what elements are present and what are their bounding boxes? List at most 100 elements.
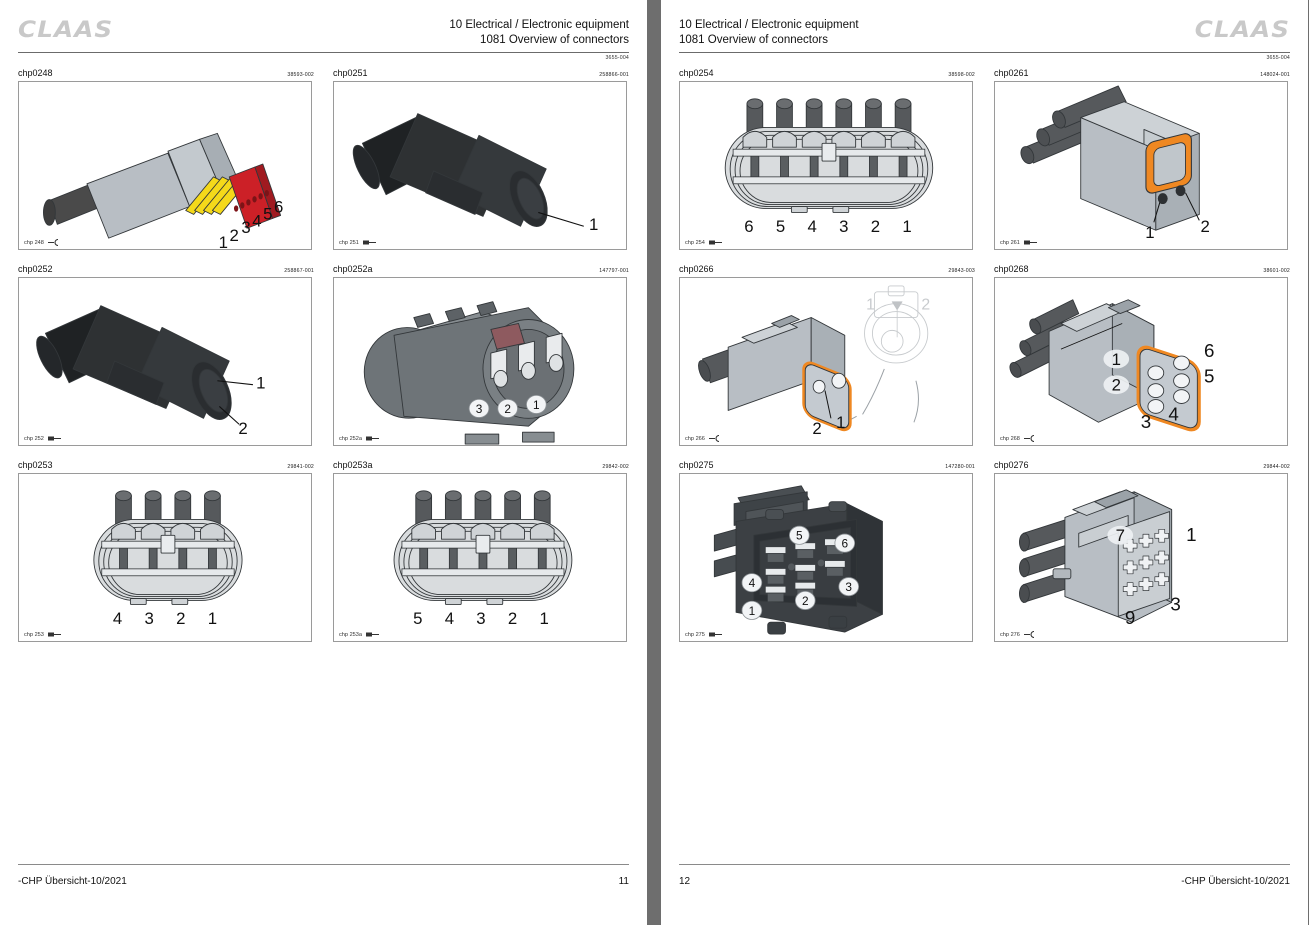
figure-caption: chp 266: [685, 435, 723, 442]
pin-symbol-icon: [366, 632, 380, 637]
svg-text:1: 1: [1186, 524, 1196, 545]
svg-text:5: 5: [1204, 366, 1214, 387]
socket-symbol-icon: [47, 239, 59, 246]
pin-symbol-icon: [47, 632, 61, 637]
svg-text:2: 2: [504, 402, 511, 416]
header-divider: [18, 52, 629, 53]
figure-caption-text: chp 276: [1000, 631, 1020, 638]
figure-header: chp0254 38598-002: [679, 68, 975, 81]
footer-page-number: 11: [618, 876, 629, 887]
figure-id: chp0251: [333, 68, 368, 78]
svg-text:2: 2: [238, 419, 247, 438]
footer-doc-title: -CHP Übersicht-10/2021: [1181, 876, 1290, 887]
svg-text:4: 4: [807, 217, 816, 236]
figure-part-number: 38593-002: [287, 72, 314, 78]
figure-caption-text: chp 251: [339, 239, 359, 246]
svg-text:7: 7: [1116, 526, 1125, 545]
page-footer-left: -CHP Übersicht-10/2021 11: [18, 876, 629, 887]
figure-part-number: 148024-001: [1260, 72, 1290, 78]
pin-symbol-icon: [47, 436, 61, 441]
figure-part-number: 38598-002: [948, 72, 975, 78]
svg-text:6: 6: [1204, 340, 1214, 361]
figure-caption-text: chp 266: [685, 435, 705, 442]
svg-text:1: 1: [749, 604, 756, 618]
footer-page-number: 12: [679, 876, 691, 887]
figure-caption-text: chp 275: [685, 631, 705, 638]
figure-part-number: 29842-002: [602, 464, 629, 470]
figure-caption-text: chp 252a: [339, 435, 363, 442]
figure-id: chp0276: [994, 460, 1029, 470]
svg-text:4: 4: [252, 211, 261, 230]
figure-id: chp0253a: [333, 460, 373, 470]
figure-caption: chp 268: [1000, 435, 1038, 442]
svg-text:3: 3: [1141, 411, 1151, 432]
document-code: 3655-004: [1266, 55, 1290, 61]
figure-id: chp0266: [679, 264, 714, 274]
figure-part-number: 29844-002: [1263, 464, 1290, 470]
svg-text:1: 1: [866, 297, 875, 314]
figure-caption: chp 252a: [339, 435, 380, 442]
svg-text:5: 5: [413, 609, 422, 628]
connector-drawing: 1: [352, 113, 598, 234]
page-header-left: CLAAS 10 Electrical / Electronic equipme…: [18, 18, 629, 66]
claas-logo: CLAAS: [1194, 18, 1290, 43]
figure-caption: chp 261: [1000, 239, 1038, 246]
figure-caption: chp 253: [24, 631, 62, 638]
figure-header: chp0276 29844-002: [994, 460, 1290, 473]
figure-caption: chp 276: [1000, 631, 1038, 638]
svg-text:1: 1: [533, 398, 540, 412]
svg-text:5: 5: [796, 529, 803, 543]
svg-text:2: 2: [508, 609, 517, 628]
footer-divider: [18, 864, 629, 865]
svg-text:1: 1: [1145, 223, 1154, 242]
svg-text:1: 1: [836, 413, 845, 432]
svg-text:2: 2: [921, 297, 930, 314]
svg-text:3: 3: [839, 217, 848, 236]
svg-text:1: 1: [1112, 350, 1121, 369]
figure-part-number: 147797-001: [599, 268, 629, 274]
page-gutter: [647, 0, 661, 925]
figure-caption: chp 254: [685, 239, 723, 246]
svg-text:4: 4: [445, 609, 454, 628]
header-section-line1: 10 Electrical / Electronic equipment: [679, 19, 859, 31]
pin-symbol-icon: [708, 240, 722, 245]
figure-caption: chp 275: [685, 631, 723, 638]
svg-text:6: 6: [744, 217, 753, 236]
figure-id: chp0254: [679, 68, 714, 78]
figure-image-chp0251: 1 chp 251: [333, 81, 627, 250]
svg-text:2: 2: [229, 226, 238, 245]
svg-text:5: 5: [776, 217, 785, 236]
header-section-line1: 10 Electrical / Electronic equipment: [449, 19, 629, 31]
document-code: 3655-004: [605, 55, 629, 61]
